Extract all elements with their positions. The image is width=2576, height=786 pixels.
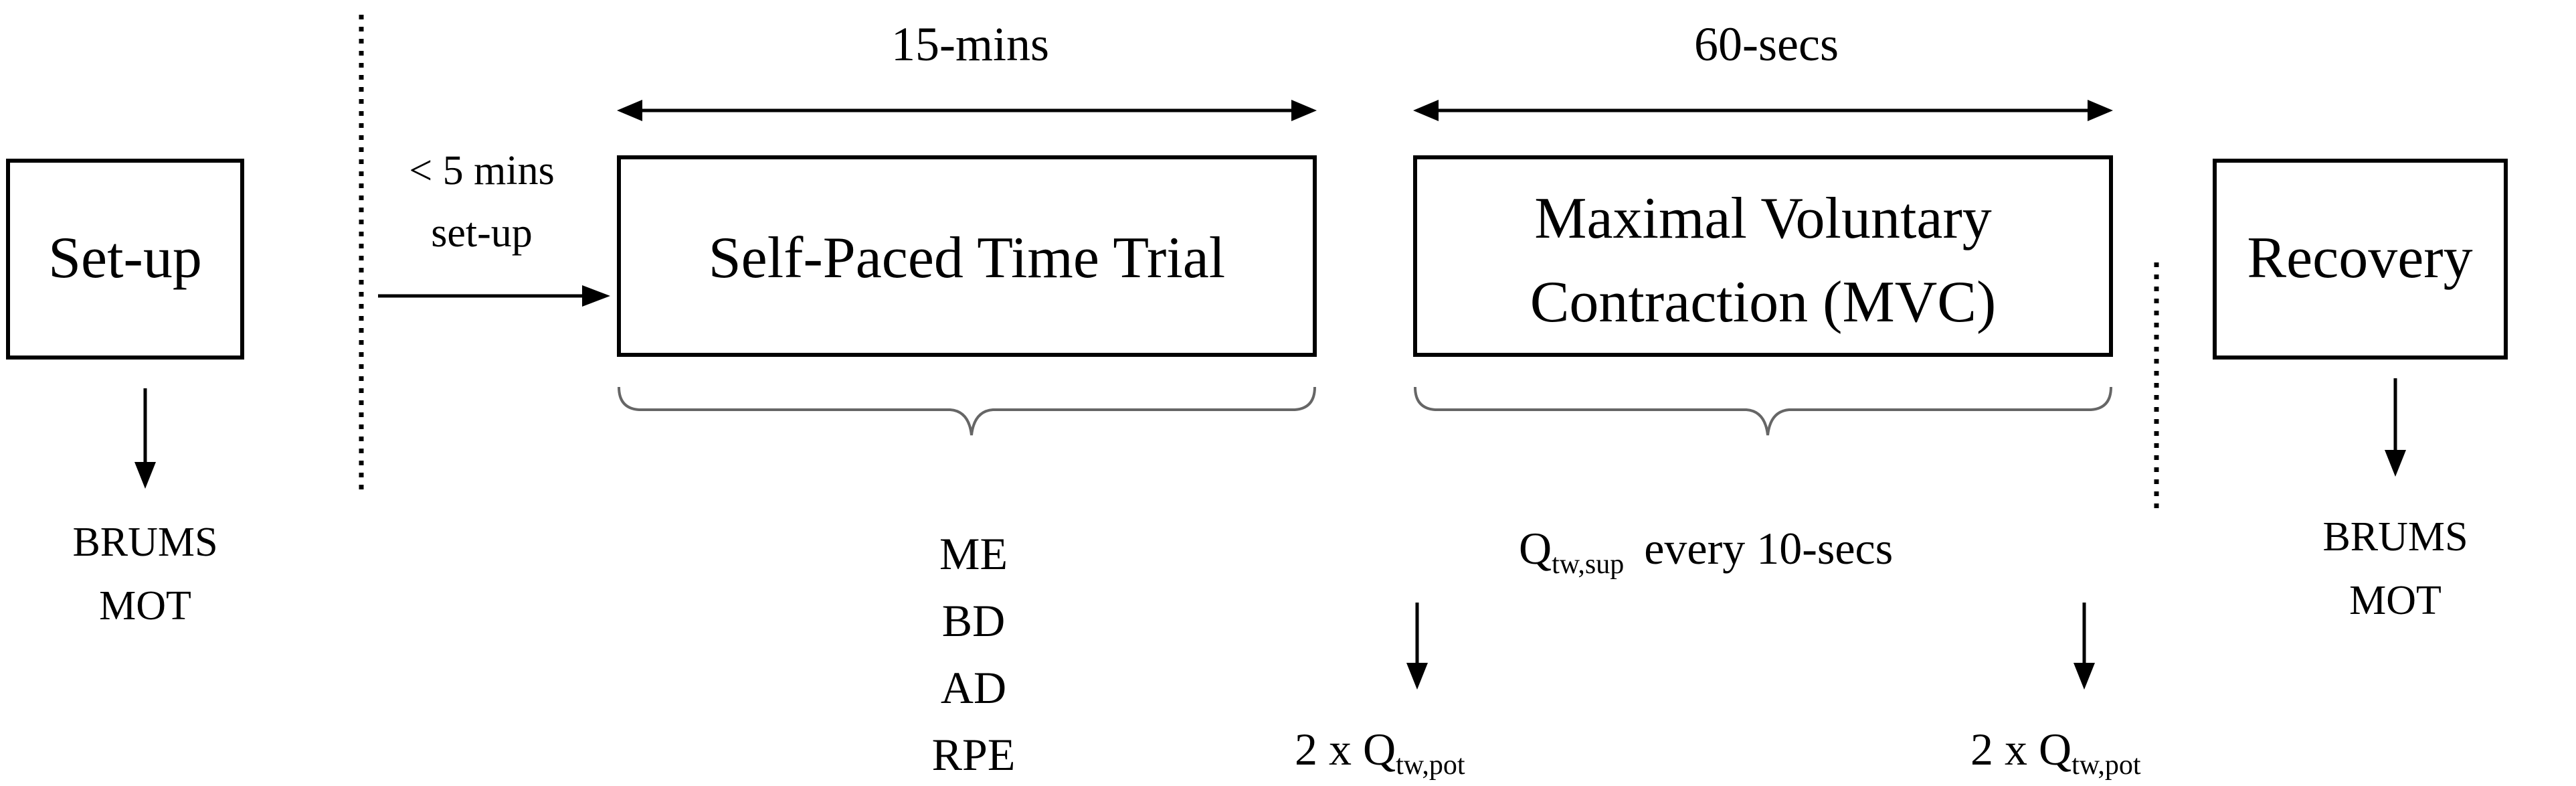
mvc-post-measure: 2 x Qtw,pot [1970, 724, 2141, 781]
time-trial-box-title: Self-Paced Time Trial [709, 226, 1226, 291]
mvc-during-text: every 10-secs [1644, 523, 1893, 574]
recovery-group: Recovery BRUMS MOT [2213, 159, 2508, 623]
time-trial-duration: 15-mins [891, 17, 1049, 71]
mvc-box-title-line2: Contraction (MVC) [1530, 270, 1997, 335]
time-trial-measure-4: RPE [932, 729, 1016, 780]
time-trial-measure-3: AD [941, 662, 1006, 713]
transition-group: < 5 mins set-up [378, 148, 610, 307]
time-trial-group: 15-mins Self-Paced Time Trial ME BD AD R… [617, 17, 1317, 780]
mvc-post-prefix: 2 x Q [1970, 724, 2072, 775]
mvc-during-measure: Qtw,sup every 10-secs [1519, 523, 1893, 580]
recovery-box [2213, 159, 2508, 360]
mvc-during-symbol: Q [1519, 523, 1552, 574]
mvc-box [1413, 155, 2113, 357]
mvc-box-title-line1: Maximal Voluntary [1534, 186, 1992, 251]
mvc-pre-subscript: tw,pot [1396, 750, 1465, 781]
time-trial-duration-arrow-right [1291, 100, 1317, 121]
mvc-during-subscript: tw,sup [1552, 549, 1624, 580]
mvc-post-arrow-head [2074, 663, 2095, 690]
time-trial-brace [618, 386, 1316, 436]
setup-box [6, 159, 244, 360]
mvc-pre-measure: 2 x Qtw,pot [1295, 724, 1465, 781]
mvc-brace [1414, 386, 2112, 436]
recovery-down-arrow-head [2385, 450, 2406, 477]
recovery-box-title: Recovery [2247, 226, 2472, 291]
setup-down-arrow-head [134, 462, 156, 489]
mvc-pre-prefix: 2 x Q [1295, 724, 1396, 775]
recovery-measure-2: MOT [2349, 578, 2442, 623]
transition-arrow-head [582, 285, 610, 307]
time-trial-measure-2: BD [942, 595, 1005, 646]
mvc-duration-arrow-left [1413, 100, 1439, 121]
mvc-post-subscript: tw,pot [2072, 750, 2141, 781]
setup-measure-2: MOT [99, 583, 191, 629]
setup-group: Set-up BRUMS MOT [6, 159, 244, 629]
setup-measure-1: BRUMS [72, 520, 217, 565]
mvc-duration-arrow-right [2088, 100, 2113, 121]
transition-label-line1: < 5 mins [409, 148, 555, 193]
time-trial-duration-arrow-left [617, 100, 642, 121]
time-trial-box [617, 155, 1317, 357]
mvc-pre-arrow-head [1406, 663, 1428, 690]
mvc-duration: 60-secs [1694, 17, 1839, 71]
time-trial-measure-1: ME [939, 528, 1008, 579]
mvc-group: 60-secs Maximal Voluntary Contraction (M… [1295, 17, 2141, 781]
setup-box-title: Set-up [48, 226, 202, 291]
recovery-measure-1: BRUMS [2322, 514, 2468, 560]
transition-label-line2: set-up [431, 210, 533, 256]
